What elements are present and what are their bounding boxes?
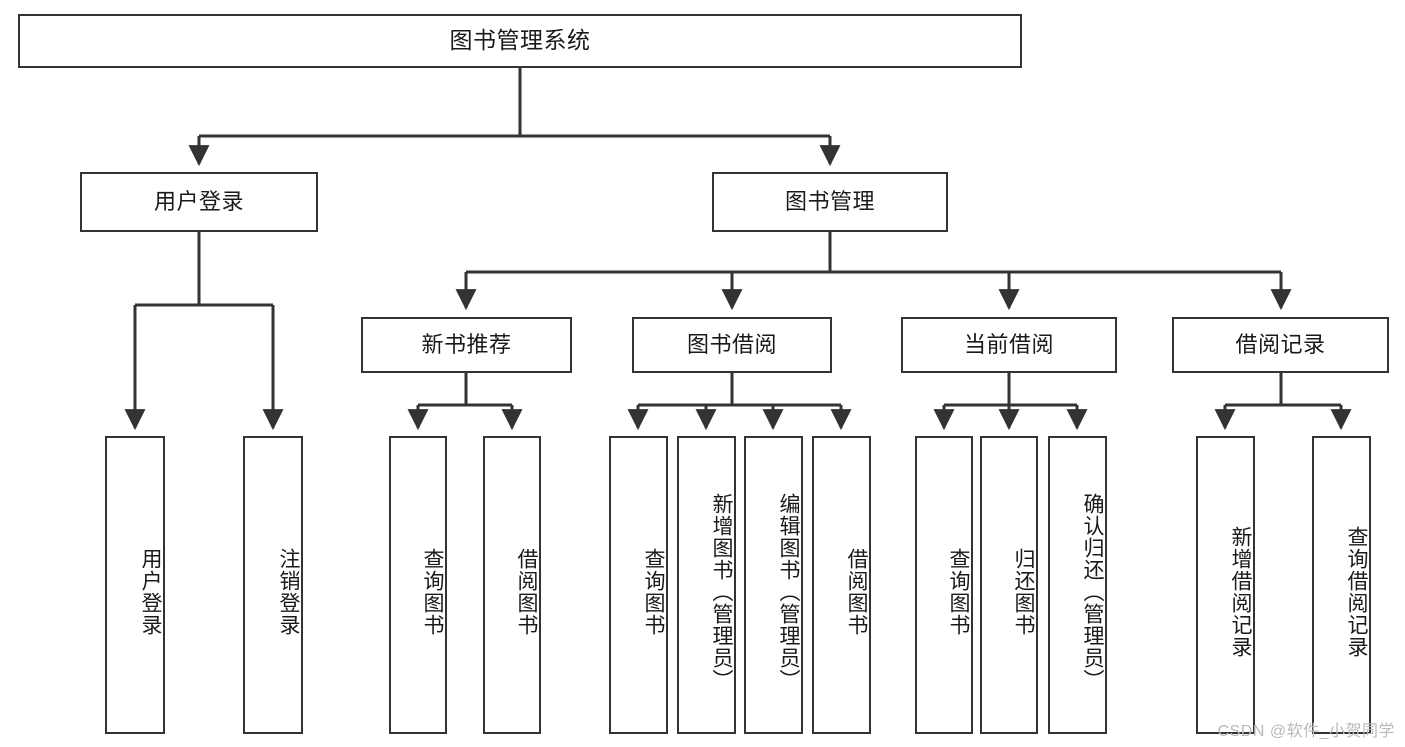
- node-current-borrow-label: 当前借阅: [963, 331, 1054, 357]
- node-root[interactable]: 图书管理系统: [18, 14, 1022, 68]
- leaf-query-book-current[interactable]: 查询图书: [915, 436, 973, 734]
- node-borrow-record-label: 借阅记录: [1235, 331, 1326, 357]
- leaf-return-book[interactable]: 归还图书: [980, 436, 1038, 734]
- leaf-user-login[interactable]: 用户登录: [105, 436, 165, 734]
- leaf-add-book-admin[interactable]: 新增图书（管理员）: [677, 436, 736, 734]
- leaf-borrow-book[interactable]: 借阅图书: [812, 436, 871, 734]
- leaf-borrow-book-recommend-label: 借阅图书: [515, 548, 538, 636]
- leaf-query-book-current-label: 查询图书: [947, 548, 970, 636]
- leaf-confirm-return-admin-label: 确认归还（管理员）: [1081, 493, 1104, 691]
- leaf-return-book-label: 归还图书: [1012, 548, 1035, 636]
- node-book-borrow[interactable]: 图书借阅: [632, 317, 832, 373]
- leaf-add-borrow-record[interactable]: 新增借阅记录: [1196, 436, 1255, 734]
- leaf-edit-book-admin[interactable]: 编辑图书（管理员）: [744, 436, 803, 734]
- leaf-borrow-book-recommend[interactable]: 借阅图书: [483, 436, 541, 734]
- leaf-borrow-book-label: 借阅图书: [845, 548, 868, 636]
- node-user-login[interactable]: 用户登录: [80, 172, 318, 232]
- leaf-query-borrow-record[interactable]: 查询借阅记录: [1312, 436, 1371, 734]
- leaf-user-login-label: 用户登录: [139, 548, 162, 636]
- node-borrow-record[interactable]: 借阅记录: [1172, 317, 1389, 373]
- node-current-borrow[interactable]: 当前借阅: [901, 317, 1117, 373]
- leaf-query-book-borrow[interactable]: 查询图书: [609, 436, 668, 734]
- leaf-add-borrow-record-label: 新增借阅记录: [1229, 526, 1252, 658]
- node-book-management-label: 图书管理: [784, 188, 875, 214]
- leaf-query-book-recommend-label: 查询图书: [421, 548, 444, 636]
- node-book-management[interactable]: 图书管理: [712, 172, 948, 232]
- leaf-query-borrow-record-label: 查询借阅记录: [1345, 526, 1368, 658]
- leaf-logout-label: 注销登录: [277, 548, 300, 636]
- node-new-book-recommend[interactable]: 新书推荐: [361, 317, 572, 373]
- leaf-logout[interactable]: 注销登录: [243, 436, 303, 734]
- leaf-query-book-recommend[interactable]: 查询图书: [389, 436, 447, 734]
- node-user-login-label: 用户登录: [153, 188, 244, 214]
- leaf-edit-book-admin-label: 编辑图书（管理员）: [777, 493, 800, 691]
- leaf-confirm-return-admin[interactable]: 确认归还（管理员）: [1048, 436, 1107, 734]
- node-root-label: 图书管理系统: [449, 27, 591, 54]
- leaf-add-book-admin-label: 新增图书（管理员）: [710, 493, 733, 691]
- node-book-borrow-label: 图书借阅: [686, 331, 777, 357]
- node-new-book-recommend-label: 新书推荐: [421, 331, 512, 357]
- leaf-query-book-borrow-label: 查询图书: [642, 548, 665, 636]
- watermark: CSDN @软件_小贺同学: [1217, 723, 1395, 740]
